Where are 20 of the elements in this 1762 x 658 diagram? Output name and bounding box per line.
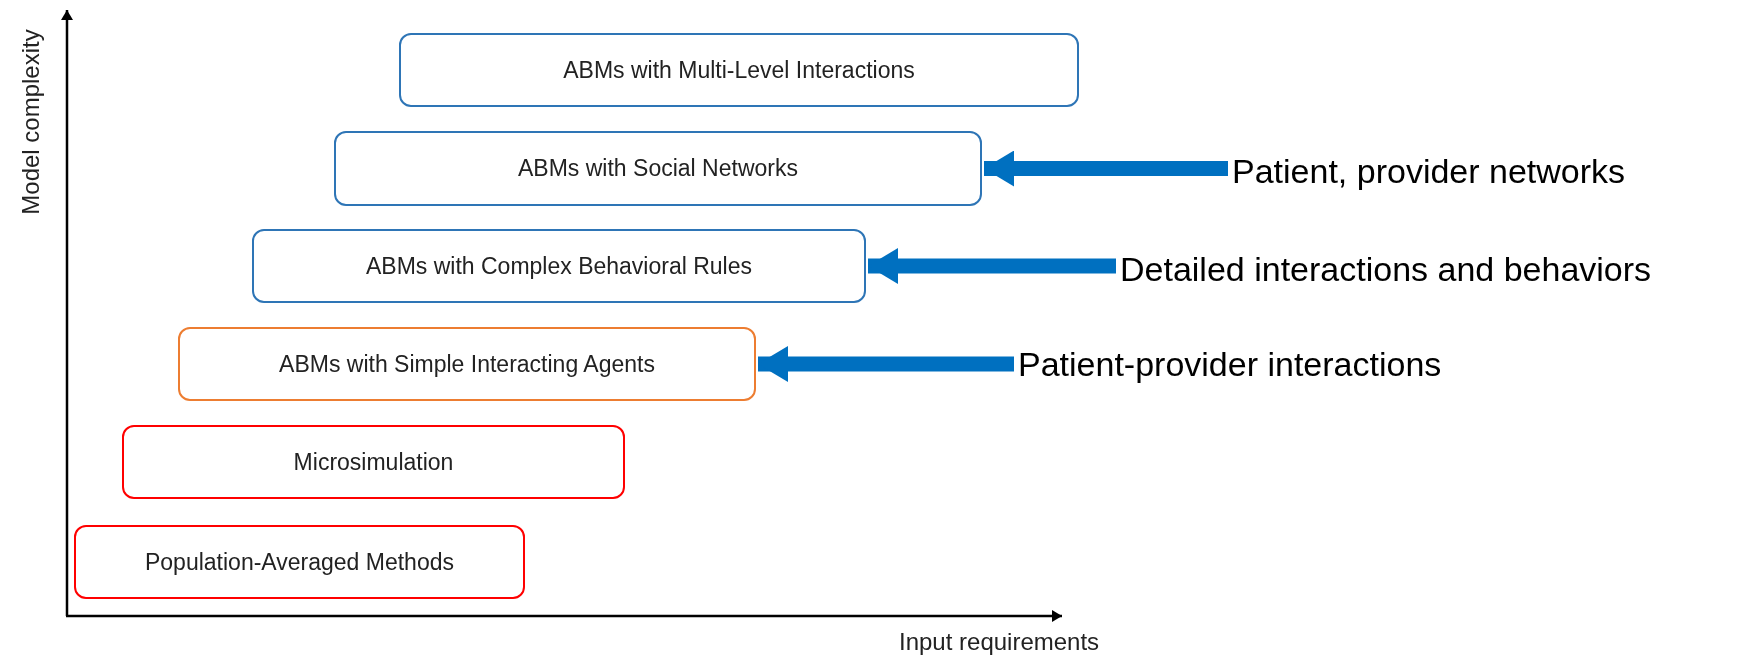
- model-name: ABMs with Simple Interacting Agents: [279, 350, 655, 378]
- arrow: [868, 248, 1116, 284]
- arrow: [758, 346, 1014, 382]
- model-box: [252, 229, 866, 303]
- annotation-text: Patient, provider networks: [1232, 151, 1626, 191]
- axis-label: Input requirements: [899, 628, 1100, 656]
- model-name: Microsimulation: [293, 448, 454, 476]
- model-box: [399, 33, 1079, 107]
- model-name: ABMs with Complex Behavioral Rules: [365, 252, 752, 280]
- annotation-text: Patient-provider interactions: [1018, 344, 1442, 384]
- model-box: [334, 131, 982, 206]
- axis-label: Model complexity: [16, 29, 45, 215]
- model-name: Population-Averaged Methods: [145, 548, 454, 576]
- model-box: [74, 525, 525, 599]
- annotation-text: Detailed interactions and behaviors: [1120, 249, 1652, 289]
- model-box: [122, 425, 625, 499]
- arrow: [984, 150, 1228, 187]
- model-name: ABMs with Social Networks: [518, 155, 798, 182]
- model-box: [178, 327, 756, 401]
- model-name: ABMs with Multi-Level Interactions: [563, 56, 915, 84]
